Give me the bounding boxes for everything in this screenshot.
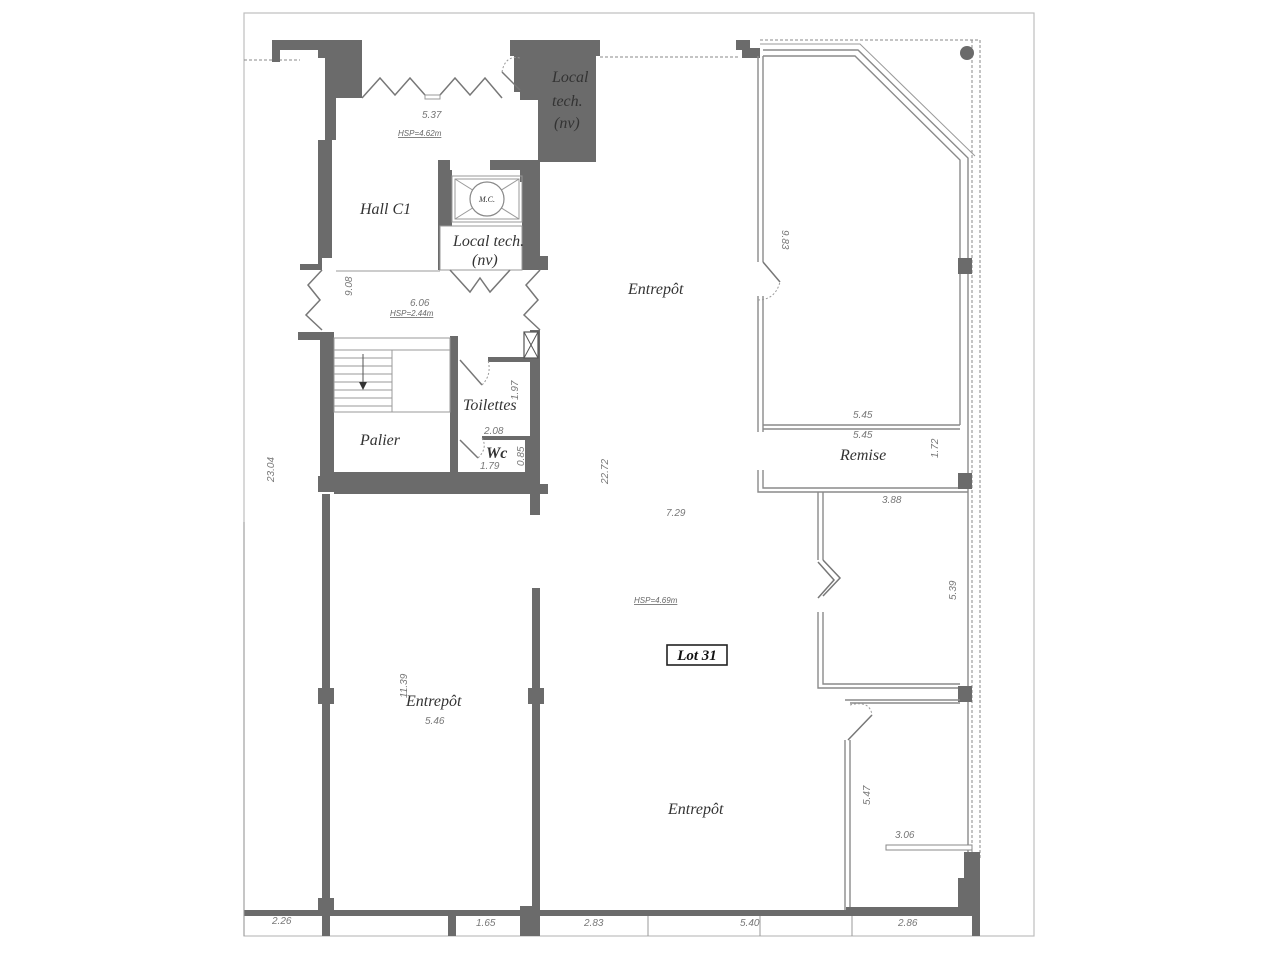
dim-bottom-2: 1.65	[476, 918, 496, 929]
dim-remise-height: 1.72	[930, 438, 941, 458]
room-label-local-tech-top-2: tech.	[552, 93, 583, 110]
dim-bottom-3: 2.83	[583, 918, 604, 929]
room-label-hall: Hall C1	[359, 201, 411, 218]
dim-bottom-1: 2.26	[271, 916, 292, 927]
room-label-palier: Palier	[359, 432, 401, 449]
dim-overall-height: 23.04	[266, 457, 277, 483]
room-label-entrepot-left: Entrepôt	[405, 693, 462, 710]
room-label-local-tech-mid: Local tech.	[452, 233, 524, 250]
dim-left-entrepot-height: 11.39	[399, 673, 410, 698]
dim-main-width: 7.29	[666, 508, 686, 519]
column-round	[960, 46, 974, 60]
room-label-local-tech-mid-2: (nv)	[472, 252, 498, 269]
dim-room-b-height: 5.39	[948, 580, 959, 600]
room-label-local-tech-top-3: (nv)	[554, 115, 580, 132]
room-label-toilettes: Toilettes	[463, 397, 517, 414]
elevator-shaft	[451, 175, 523, 223]
local-tech-mid-room	[439, 225, 523, 271]
dim-toilettes-width: 2.08	[483, 426, 504, 437]
room-b-door	[817, 559, 842, 599]
dim-hall-width: 5.37	[422, 110, 442, 121]
lot-label-box	[666, 644, 728, 666]
hall-entrance-doors	[361, 57, 521, 100]
dim-bottom-4: 5.40	[740, 918, 760, 929]
hall-walls	[272, 40, 600, 270]
local-tech-door	[449, 269, 511, 294]
room-label-mc: M.C.	[478, 195, 495, 204]
room-label-wc: Wc	[486, 445, 507, 462]
dim-room-c-height: 5.47	[862, 785, 873, 805]
wc-door	[459, 439, 479, 459]
ventilation-shaft	[523, 331, 539, 359]
room-label-local-tech-top: Local	[551, 69, 589, 86]
hsp-corridor: HSP=2.44m	[390, 309, 434, 318]
dim-wc-width: 1.79	[480, 461, 500, 472]
dim-corridor-width: 6.06	[410, 298, 430, 309]
dim-wc-height: 0.85	[516, 446, 527, 466]
dim-main-height: 22.72	[600, 459, 611, 485]
dim-toilettes-height: 1.97	[510, 380, 521, 400]
toilettes-door	[459, 359, 483, 386]
dim-bottom-5: 2.86	[897, 918, 918, 929]
room-c-door	[847, 714, 873, 741]
palier-walls	[298, 330, 548, 515]
bottom-walls	[243, 522, 980, 936]
corridor-door-right	[522, 269, 541, 331]
dim-room-c-width: 3.06	[895, 830, 915, 841]
room-label-entrepot-top: Entrepôt	[627, 281, 684, 298]
right-room-door	[762, 261, 781, 283]
dim-left-entrepot-width: 5.46	[425, 716, 445, 727]
dim-room-b-width: 3.88	[882, 495, 902, 506]
hsp-main: HSP=4.69m	[634, 596, 678, 605]
dim-remise-width: 5.45	[853, 430, 873, 441]
lot-label: Lot 31	[676, 648, 717, 664]
dim-corridor-height: 9.08	[344, 276, 355, 296]
staircase	[333, 337, 451, 413]
dim-right-room-height: 9.83	[779, 230, 790, 250]
room-label-remise: Remise	[839, 447, 886, 464]
hsp-hall: HSP=4.62m	[398, 129, 442, 138]
dim-right-room-width: 5.45	[853, 410, 873, 421]
corridor-door-left	[304, 269, 323, 331]
room-label-entrepot-bottom: Entrepôt	[667, 801, 724, 818]
stair-direction-arrow-icon	[359, 382, 367, 390]
